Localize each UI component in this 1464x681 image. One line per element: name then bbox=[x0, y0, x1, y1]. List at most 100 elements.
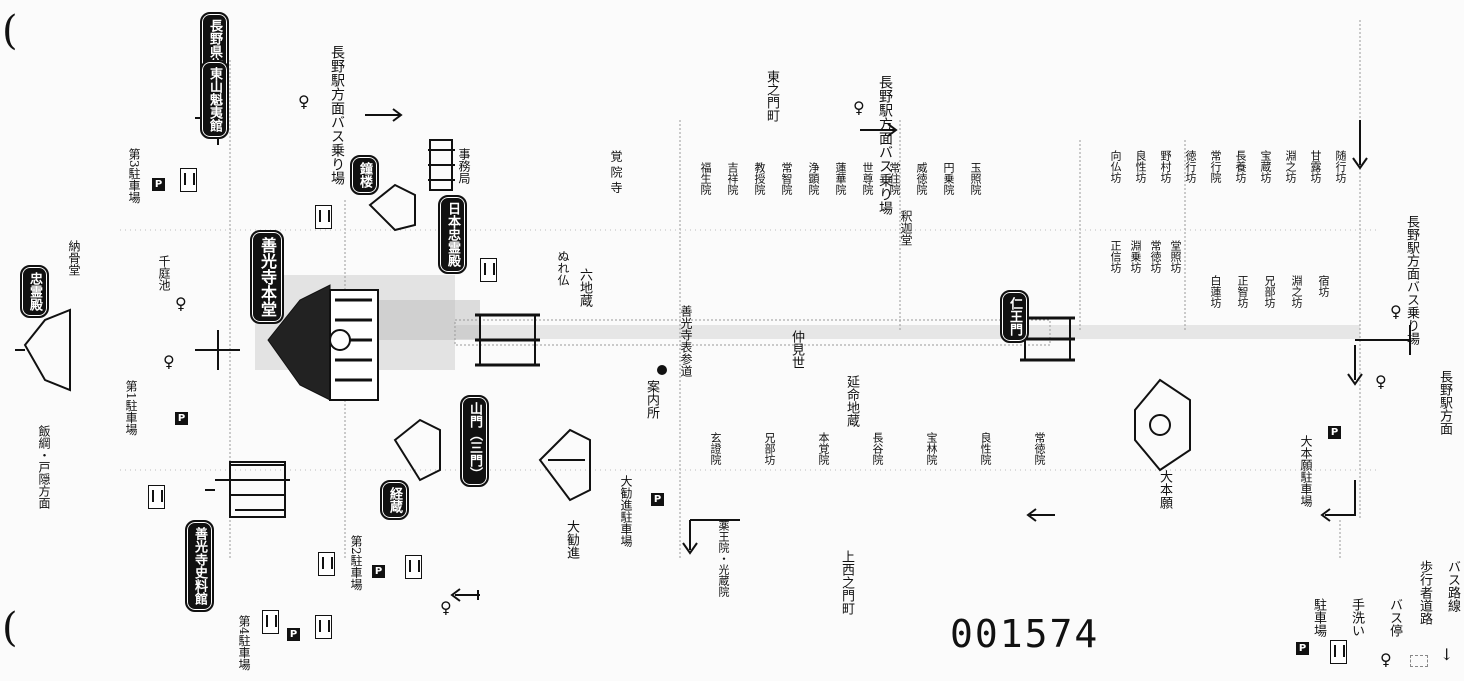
label-nihon-chureiden: 日本忠霊殿 bbox=[438, 195, 467, 274]
washroom-icon bbox=[405, 555, 422, 579]
label-higashiyama: 東山魁夷館 bbox=[200, 60, 229, 139]
subtemple-label: 威徳院 bbox=[915, 162, 928, 195]
landmark-sennari-pond: 千庭池 bbox=[157, 255, 171, 291]
subtemple-label: 良性坊 bbox=[1134, 150, 1147, 183]
subtemple-label: 世尊院 bbox=[861, 162, 874, 195]
direction-nagano-bus-stop-top-left: 長野駅方面バス乗り場 bbox=[329, 45, 345, 185]
landmark-info: 案内所 bbox=[644, 380, 659, 419]
washroom-icon bbox=[315, 615, 332, 639]
subtemple-label: 良性院 bbox=[979, 432, 992, 465]
parking-icon: P bbox=[372, 565, 385, 578]
subtemple-label: 甘露坊 bbox=[1309, 150, 1322, 183]
legend-bus-stop-icon: ♀ bbox=[1380, 650, 1392, 669]
parking-label-daikanjin: 大勧進駐車場 bbox=[619, 475, 633, 547]
subtemple-label: 正信坊 bbox=[1109, 240, 1122, 273]
subtemple-label: 常行院 bbox=[1209, 150, 1222, 183]
sanmon-gate-building bbox=[475, 313, 540, 367]
bus-stop-icon: ♀ bbox=[1375, 372, 1387, 391]
parking-label-daihongan: 大本願駐車場 bbox=[1299, 435, 1313, 507]
bus-route-arrow-ne bbox=[1352, 120, 1368, 170]
subtemple-label: 随行坊 bbox=[1334, 150, 1347, 183]
legend-bus-stop-label: バス停 bbox=[1387, 598, 1402, 637]
ticket-number: 001574 bbox=[950, 612, 1100, 656]
label-daikanjin: 大勧進 bbox=[564, 520, 579, 559]
subtemple-label: 円乗院 bbox=[942, 162, 955, 195]
subtemple-label: 教授院 bbox=[753, 162, 766, 195]
info-dot bbox=[657, 365, 667, 375]
subtemple-label: 吉祥院 bbox=[726, 162, 739, 195]
legend-bus-route-icon: ↓ bbox=[1440, 645, 1454, 664]
washroom-icon bbox=[318, 552, 335, 576]
subtemple-label: 白蓮坊 bbox=[1209, 275, 1222, 308]
daikanjin-building bbox=[538, 428, 591, 502]
parking-icon: P bbox=[1328, 426, 1341, 439]
direction-yakuouin-kozouin: 薬王院・光蔵院 bbox=[717, 520, 730, 597]
subtemple-label: 常徳坊 bbox=[1149, 240, 1162, 273]
bus-route-arrow-top-mid bbox=[860, 123, 898, 137]
subtemple-label: 長谷院 bbox=[871, 432, 884, 465]
subtemple-label: 宝林院 bbox=[925, 432, 938, 465]
subtemple-label: 野村坊 bbox=[1159, 150, 1172, 183]
parking-icon: P bbox=[175, 412, 188, 425]
nokotsudo-building bbox=[15, 308, 71, 392]
parking-label-3: 第3駐車場 bbox=[127, 148, 141, 204]
subtemple-label: 徳行坊 bbox=[1184, 150, 1197, 183]
subtemple-label: 常住院 bbox=[888, 162, 901, 195]
main-approach-road bbox=[454, 319, 1051, 346]
label-museum: 善光寺史料館 bbox=[185, 520, 214, 612]
bus-stop-icon: ♀ bbox=[1390, 302, 1402, 321]
washroom-icon bbox=[262, 610, 279, 634]
landmark-approach: 善光寺表参道 bbox=[679, 305, 693, 377]
label-nokotsudo: 納骨堂 bbox=[67, 240, 81, 276]
label-shamusho: 事務局 bbox=[457, 148, 471, 184]
bus-stop-icon: ♀ bbox=[163, 352, 175, 371]
bus-route-arrow-sw-2 bbox=[450, 588, 480, 602]
legend-washroom-label: 手洗い bbox=[1349, 598, 1364, 637]
bus-route-arrow-se bbox=[1320, 480, 1356, 522]
label-chureiden: 忠霊殿 bbox=[20, 265, 49, 318]
legend-bus-route-label: バス路線 bbox=[1445, 560, 1460, 612]
daihongan-building bbox=[1134, 378, 1191, 472]
parking-label-1: 第1駐車場 bbox=[124, 380, 138, 436]
washroom-icon bbox=[180, 168, 197, 192]
subtemple-label: 淵之坊 bbox=[1284, 150, 1297, 183]
bus-route-arrow-w bbox=[195, 330, 240, 370]
label-sanmon: 山門（三門） bbox=[460, 395, 489, 487]
label-daihongan: 大本願 bbox=[1157, 470, 1172, 509]
bus-route-arrow-right bbox=[1355, 325, 1411, 355]
subtemple-label: 向仏坊 bbox=[1109, 150, 1122, 183]
direction-nagano-station: 長野駅方面 bbox=[1437, 370, 1452, 435]
binder-hole-top: ( bbox=[2, 8, 18, 54]
landmark-rokujizo: 六地蔵 bbox=[577, 268, 592, 307]
parking-icon: P bbox=[287, 628, 300, 641]
washroom-icon bbox=[148, 485, 165, 509]
subtemple-label: 常智院 bbox=[780, 162, 793, 195]
direction-nagano-bus-stop-top-mid: 長野駅方面バス乗り場 bbox=[877, 75, 893, 215]
bus-stop-icon: ♀ bbox=[853, 98, 865, 117]
jimukyoku-building bbox=[428, 139, 455, 191]
landmark-enmei-jizo: 延命地蔵 bbox=[844, 375, 859, 427]
legend-pedestrian-icon bbox=[1410, 655, 1428, 667]
shoro-building bbox=[368, 183, 416, 232]
subtemple-label: 本覚院 bbox=[817, 432, 830, 465]
bus-route-arrow-sw bbox=[682, 519, 740, 555]
bus-stop-icon: ♀ bbox=[298, 92, 310, 111]
binder-hole-bottom: ( bbox=[2, 605, 18, 651]
district-higashi-nomon: 東之門町 bbox=[764, 70, 779, 122]
subtemple-label: 堂照坊 bbox=[1169, 240, 1182, 273]
label-kyozo: 経蔵 bbox=[380, 480, 409, 520]
bus-route-arrow-south bbox=[1026, 508, 1055, 522]
washroom-icon bbox=[315, 205, 332, 229]
direction-iizuna-togakushi: 飯綱・戸隠方面 bbox=[37, 425, 51, 509]
landmark-nure-botoke: ぬれ仏 bbox=[556, 250, 570, 286]
subtemple-label: 宝蔵坊 bbox=[1259, 150, 1272, 183]
parking-label-4: 第4駐車場 bbox=[237, 615, 251, 671]
bus-route-arrow-top-left bbox=[365, 108, 403, 122]
subtemple-label: 浄顕院 bbox=[807, 162, 820, 195]
direction-nagano-bus-stop-right: 長野駅方面バス乗り場 bbox=[1404, 215, 1419, 345]
bus-stop-icon: ♀ bbox=[440, 598, 452, 617]
subtemple-label: 長養坊 bbox=[1234, 150, 1247, 183]
label-shoro: 鐘楼 bbox=[350, 155, 379, 195]
